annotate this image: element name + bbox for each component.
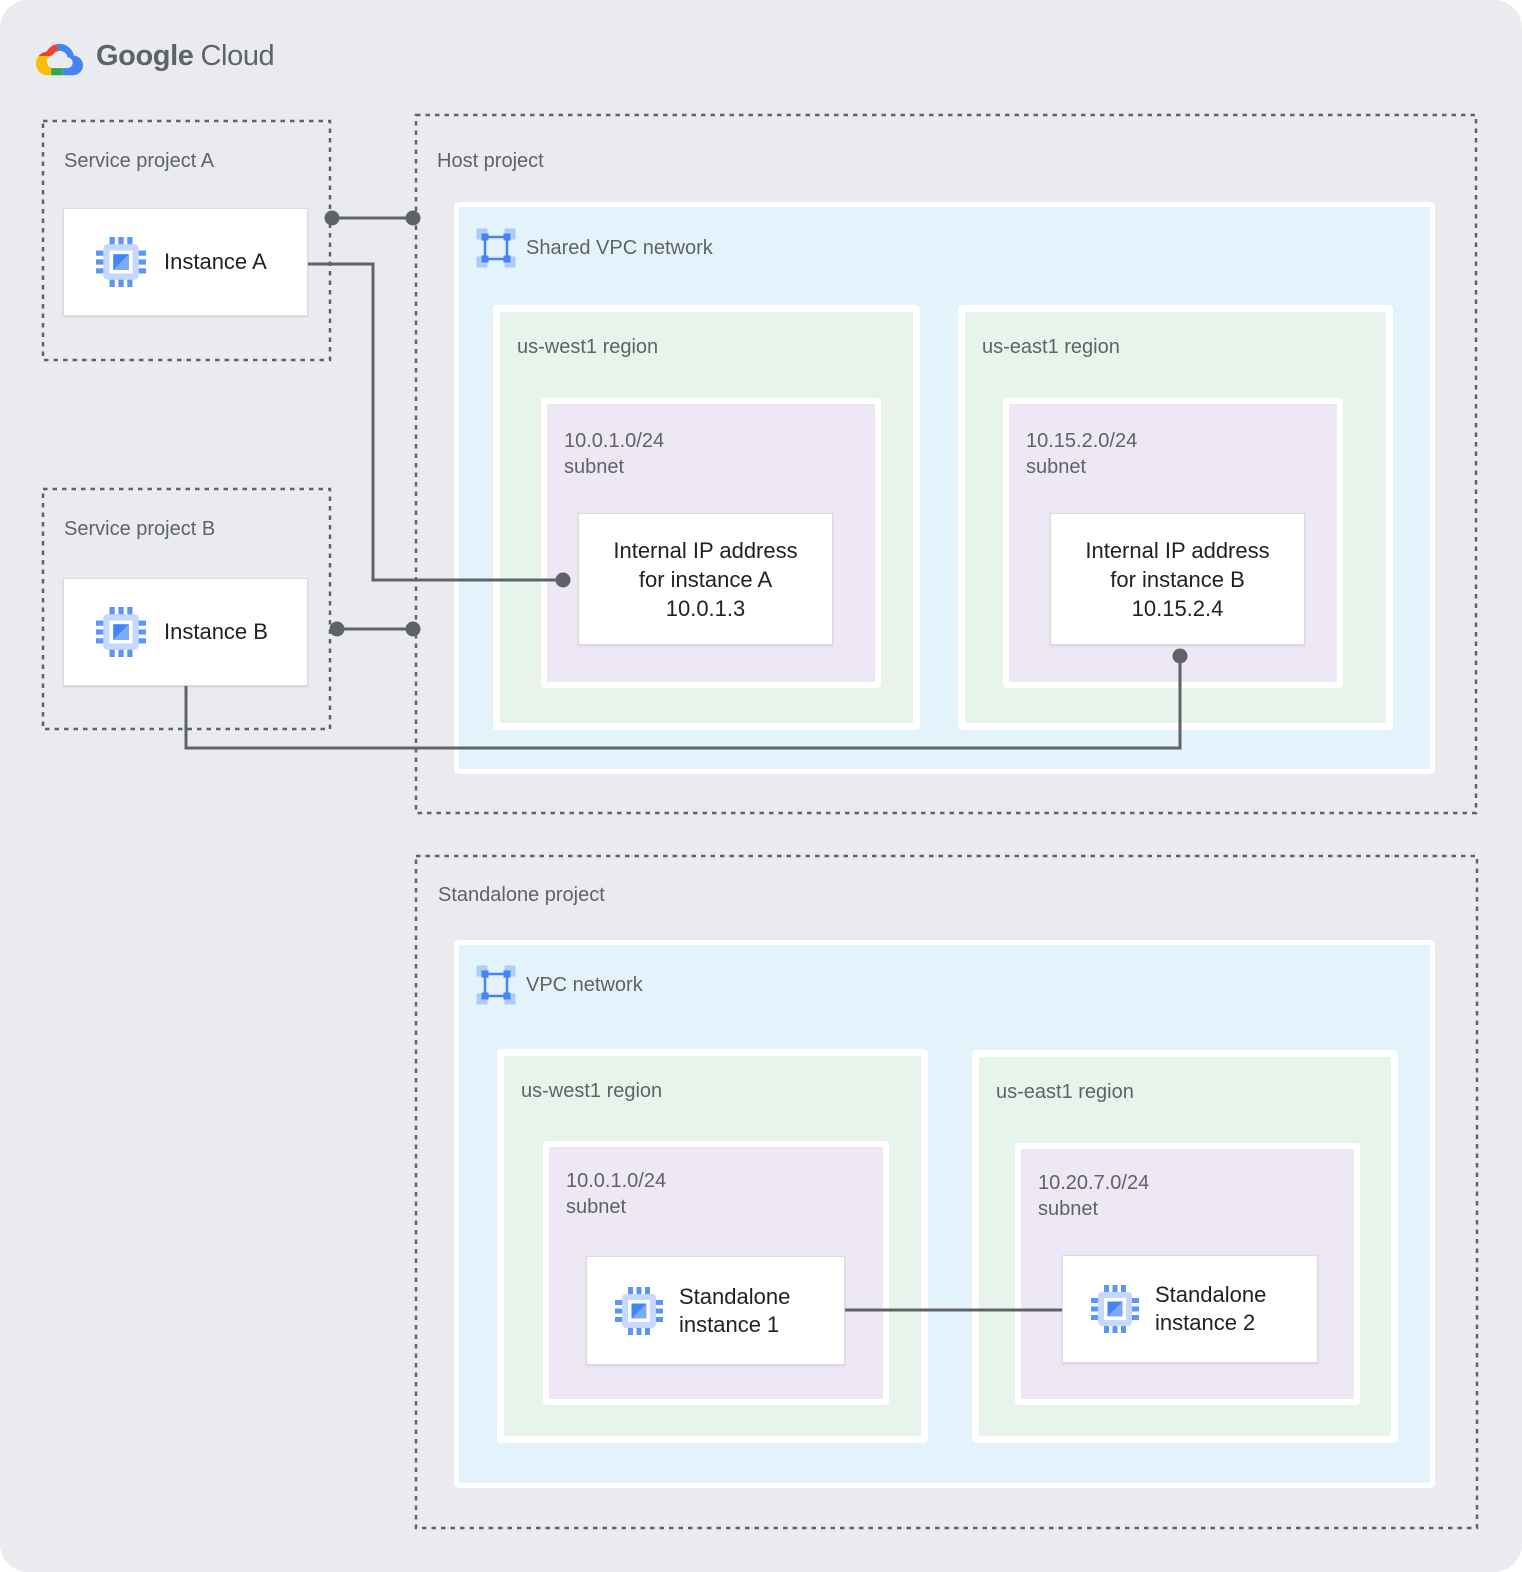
host-project-title: Host project — [437, 150, 544, 172]
connector-dot — [324, 210, 340, 226]
vpc-network-icon — [476, 228, 516, 268]
service-project-b-title: Service project B — [64, 518, 216, 540]
instance-a-card: Instance A — [63, 208, 308, 316]
connector-dot — [405, 621, 421, 637]
instance-b-card: Instance B — [63, 578, 308, 686]
compute-engine-icon — [1091, 1285, 1139, 1333]
internal-ip-instance-b-card: Internal IP address for instance B 10.15… — [1050, 513, 1305, 645]
host-us-west1-region-label: us-west1 region — [517, 336, 659, 358]
standalone-east-subnet-label: 10.20.7.0/24 subnet — [1038, 1172, 1150, 1220]
instance-a-label: Instance A — [164, 249, 267, 274]
standalone-us-east1-region-label: us-east1 region — [996, 1081, 1134, 1103]
compute-engine-icon — [615, 1287, 663, 1335]
google-cloud-logo-icon — [36, 36, 84, 76]
instance-b-label: Instance B — [164, 619, 268, 644]
connector-dot — [329, 621, 345, 637]
service-project-a-title: Service project A — [64, 150, 215, 172]
standalone-west-subnet-label: 10.0.1.0/24 subnet — [566, 1170, 667, 1218]
connector-dot — [405, 210, 421, 226]
host-east-subnet-label: 10.15.2.0/24 subnet — [1026, 430, 1138, 478]
compute-engine-icon — [96, 237, 146, 287]
vpc-network-label: VPC network — [476, 965, 643, 1005]
standalone-project-title: Standalone project — [438, 884, 605, 906]
compute-engine-icon — [96, 607, 146, 657]
host-west-subnet-label: 10.0.1.0/24 subnet — [564, 430, 665, 478]
vpc-network-icon — [476, 965, 516, 1005]
shared-vpc-network-label: Shared VPC network — [476, 228, 713, 268]
host-us-east1-region-label: us-east1 region — [982, 336, 1120, 358]
internal-ip-instance-a-card: Internal IP address for instance A 10.0.… — [578, 513, 833, 645]
standalone-us-west1-region-label: us-west1 region — [521, 1080, 663, 1102]
